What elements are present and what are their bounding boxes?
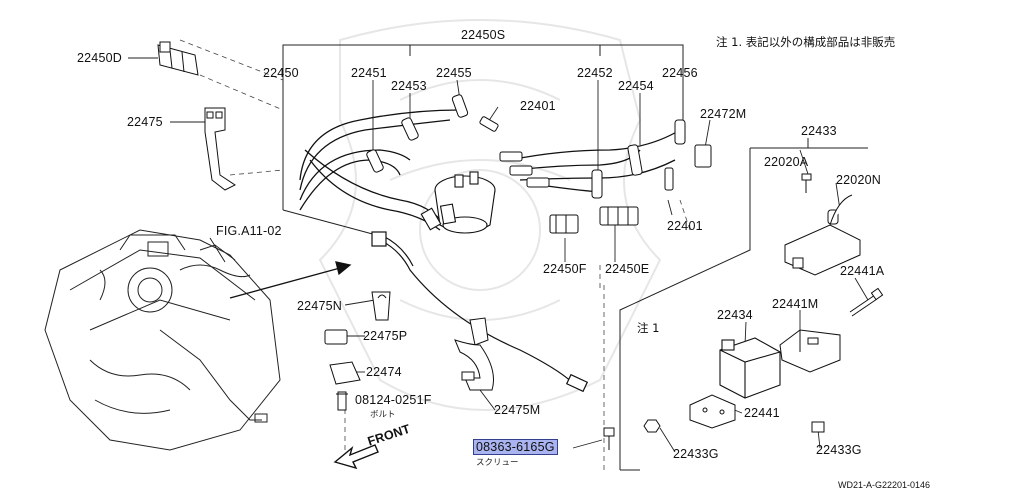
ignition-coil-22434 [719, 337, 781, 399]
part-22441: 22441 [744, 406, 780, 420]
part-22434: 22434 [717, 308, 753, 322]
part-22475N: 22475N [297, 299, 342, 313]
part-22020A: 22020A [764, 155, 809, 169]
part-22450D: 22450D [77, 51, 122, 65]
part-22441M: 22441M [772, 297, 819, 311]
dashed-lines [179, 39, 691, 470]
screw-08363 [603, 427, 615, 450]
bolt-22441A [849, 287, 884, 317]
part-22452: 22452 [577, 66, 613, 80]
part-22455: 22455 [436, 66, 472, 80]
clamps-22450 [549, 206, 639, 234]
bracket-22475M [454, 317, 494, 391]
part-22475: 22475 [127, 115, 163, 129]
drawing-code: WD21-A-G22201-0146 [838, 480, 931, 490]
part-22401-lower: 22401 [667, 219, 703, 233]
bracket-22475 [204, 107, 236, 191]
part-22454: 22454 [618, 79, 654, 93]
small-brackets [324, 291, 391, 411]
part-08124-0251F: 08124-0251F [355, 393, 432, 407]
figure-reference: FIG.A11-02 [216, 224, 282, 238]
harness-cable [371, 231, 589, 393]
part-22453: 22453 [391, 79, 427, 93]
bracket-22441 [689, 394, 736, 429]
part-22475M: 22475M [494, 403, 541, 417]
part-08363-subtitle: スクリュー [476, 458, 519, 468]
coil-parts-top [784, 173, 861, 276]
engine-arrow [229, 261, 352, 299]
part-22441A: 22441A [840, 264, 885, 278]
distributor-cap [420, 171, 496, 234]
part-22433: 22433 [801, 124, 837, 138]
part-22472M: 22472M [700, 107, 747, 121]
part-22474: 22474 [366, 365, 402, 379]
part-22450: 22450 [263, 66, 299, 80]
part-22433G-left: 22433G [673, 447, 719, 461]
front-arrow-icon [333, 444, 379, 470]
bracket-22441M [779, 329, 841, 373]
part-22450S: 22450S [461, 28, 506, 42]
nuts-22433G [643, 419, 825, 433]
plug-boots-left [366, 94, 499, 173]
part-22450E: 22450E [605, 262, 650, 276]
plug-boots-right [499, 119, 712, 199]
engine-sketch [44, 229, 281, 451]
part-08363-6165G-highlighted[interactable]: 08363-6165G [473, 439, 558, 455]
watermark [318, 19, 662, 411]
part-22020N: 22020N [836, 173, 881, 187]
part-22475P: 22475P [363, 329, 408, 343]
coil-set-bracket [619, 138, 868, 471]
part-22401-upper: 22401 [520, 99, 556, 113]
part-22433G-right: 22433G [816, 443, 862, 457]
part-22456: 22456 [662, 66, 698, 80]
note-marker: 注 1 [637, 321, 660, 335]
part-08124-subtitle: ボルト [370, 410, 396, 420]
note-heading: 注 1. 表記以外の構成部品は非販売 [716, 35, 896, 49]
part-22451: 22451 [351, 66, 387, 80]
clip-22450D [157, 41, 199, 76]
part-22450F: 22450F [543, 262, 587, 276]
